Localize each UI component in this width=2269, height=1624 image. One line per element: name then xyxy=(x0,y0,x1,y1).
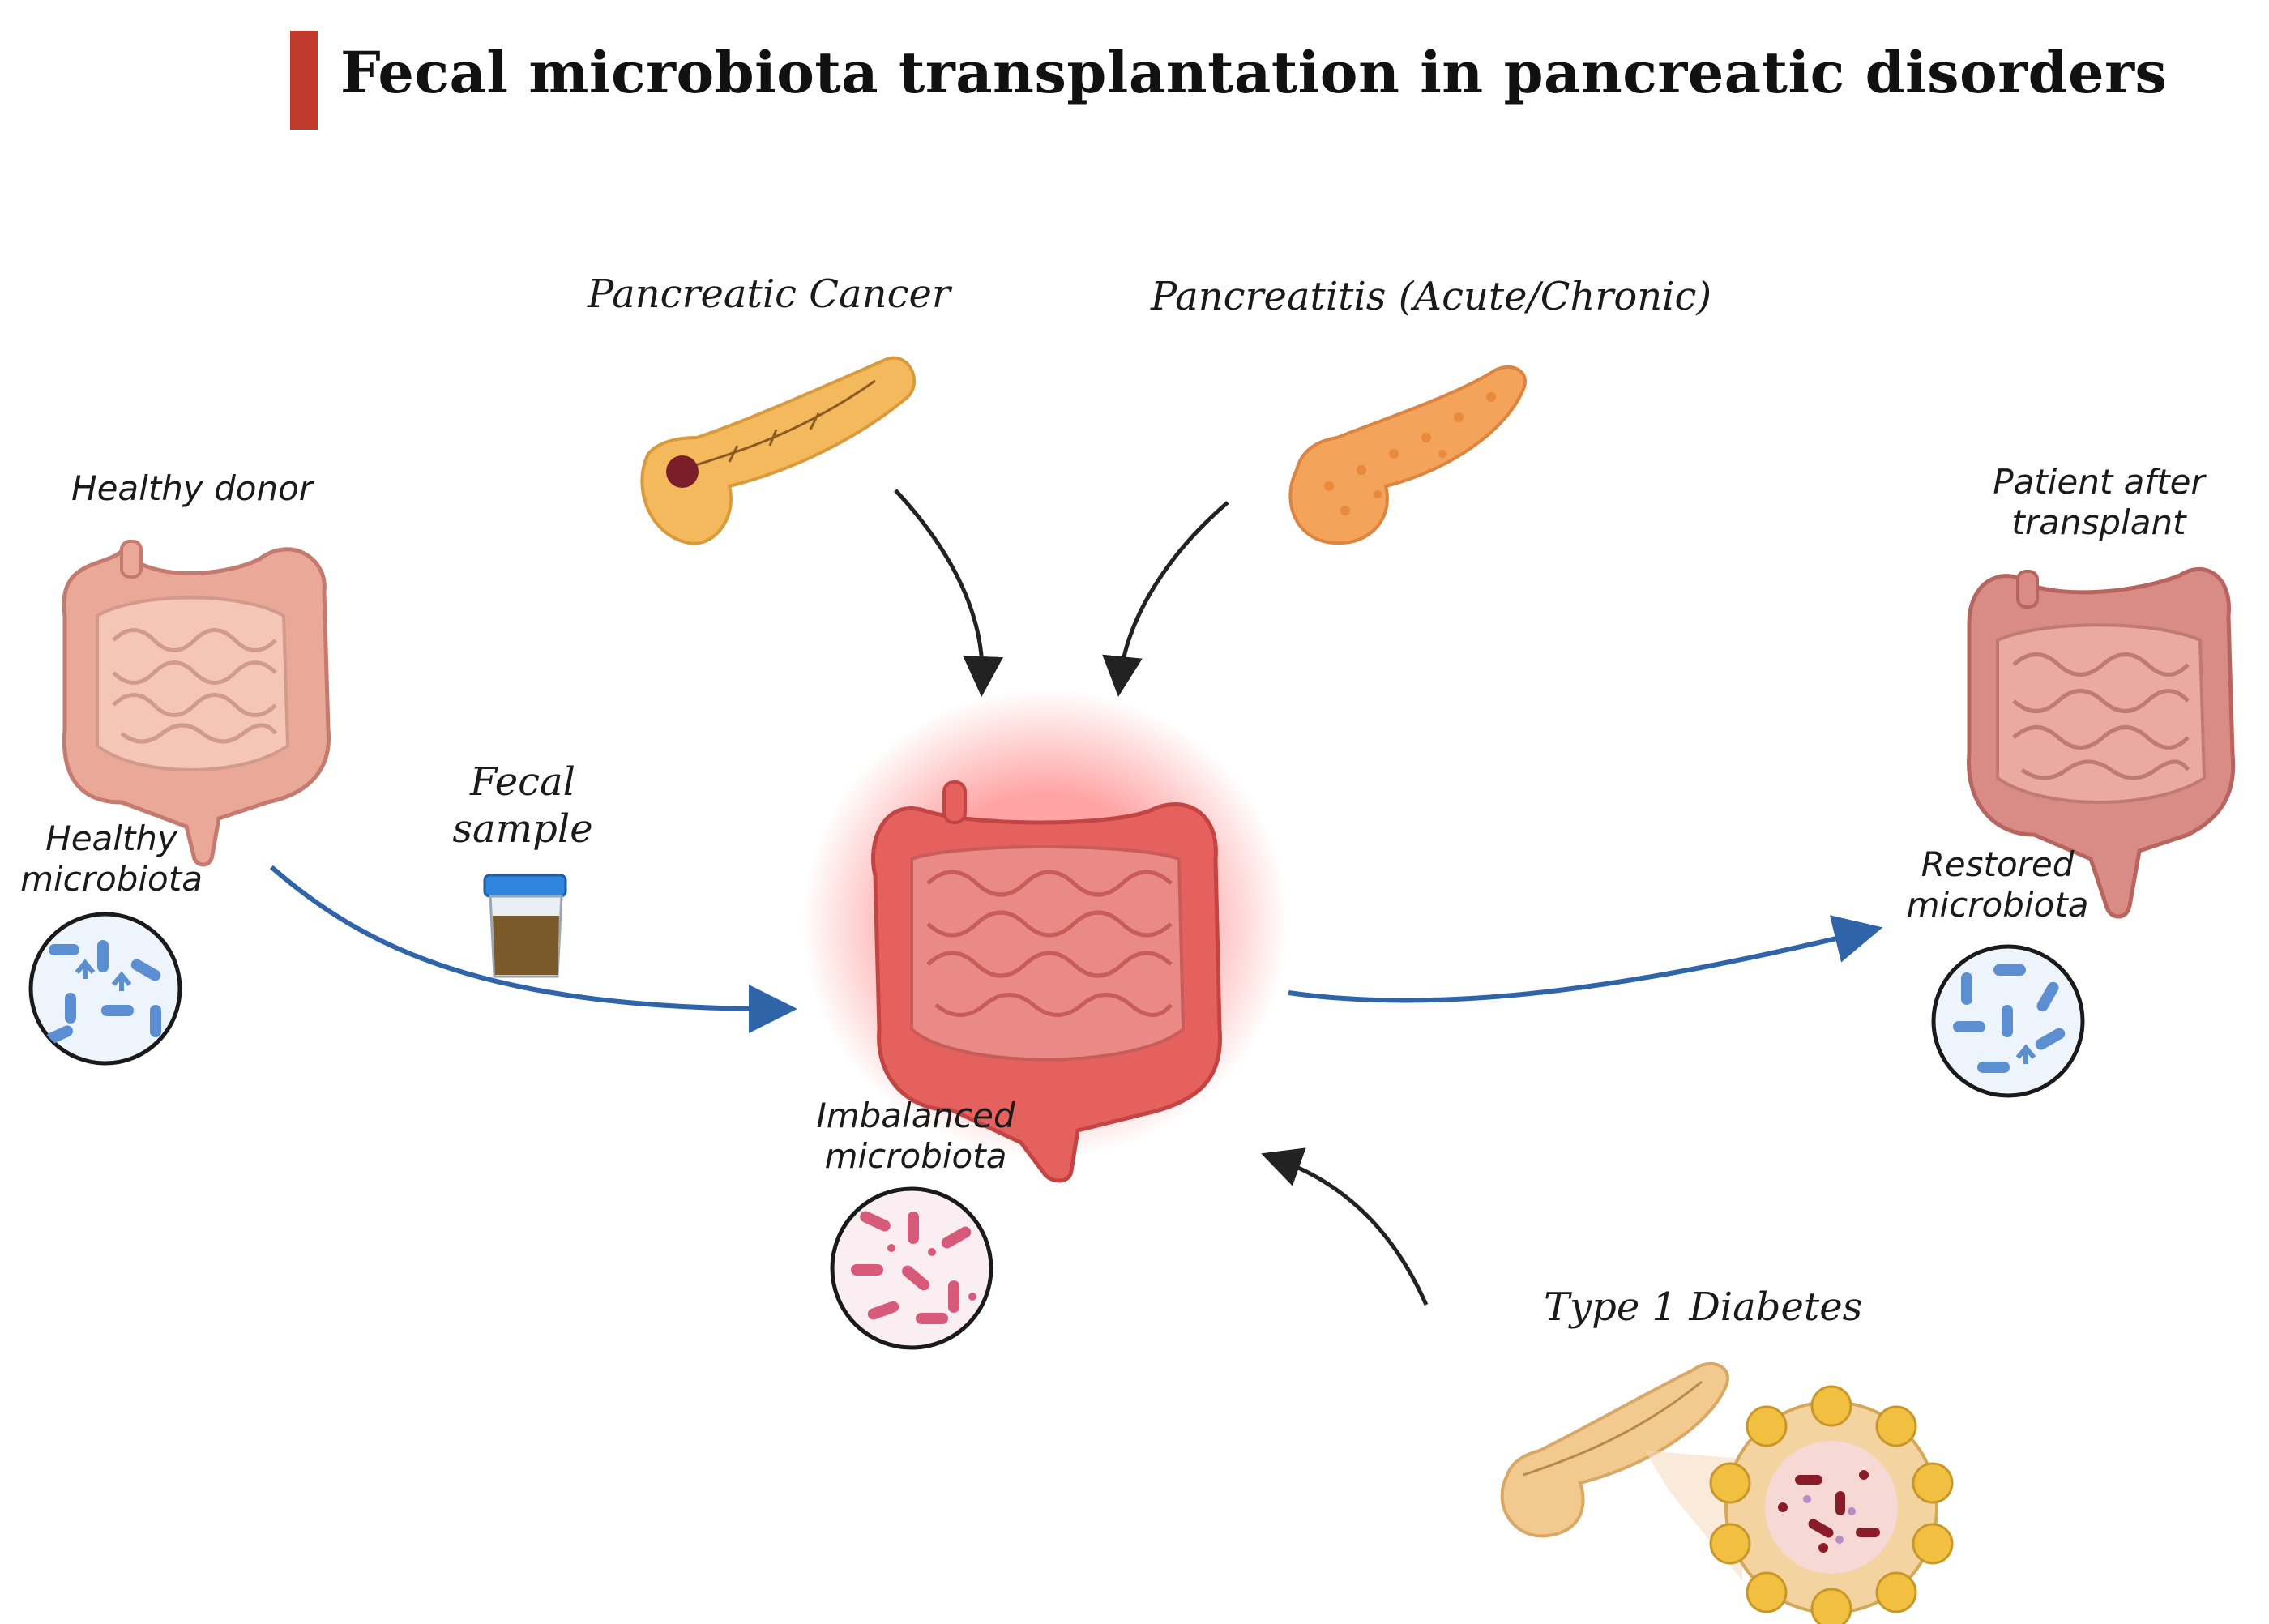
fecal-sample-label-line2: sample xyxy=(452,806,593,852)
fecal-sample-cup-icon xyxy=(483,874,567,978)
imbalanced-microbiota-label-line1: Imbalanced xyxy=(816,1096,1015,1135)
pancreatic-cancer-label: Pancreatic Cancer xyxy=(588,271,951,317)
islet-magnified-icon xyxy=(1709,1385,1954,1624)
pancreatitis-to-intestine-arrow xyxy=(1102,501,1229,697)
pancreatitis-label: Pancreatitis (Acute/Chronic) xyxy=(1151,274,1712,319)
restored-microbiota-label-line1: Restored xyxy=(1921,844,2075,884)
patient-after-transplant-label-line2: transplant xyxy=(2011,502,2186,543)
type1-diabetes-pancreas-icon xyxy=(1500,1361,1742,1580)
imbalanced-microbiota-icon xyxy=(830,1186,993,1350)
type1-diabetes-label: Type 1 Diabetes xyxy=(1544,1284,1863,1330)
imbalanced-microbiota-label: Imbalanced microbiota xyxy=(814,1096,1017,1177)
patient-after-transplant-intestine-icon xyxy=(1967,566,2236,919)
healthy-microbiota-label-line2: microbiota xyxy=(20,859,203,900)
healthy-microbiota-icon xyxy=(28,912,182,1066)
fecal-sample-label-line1: Fecal xyxy=(470,759,575,805)
diabetes-to-intestine-arrow xyxy=(1261,1147,1429,1306)
healthy-donor-intestine-icon xyxy=(62,540,331,867)
title-accent-bar xyxy=(290,31,318,130)
patient-after-transplant-label: Patient after transplant xyxy=(1977,462,2220,544)
patient-after-transplant-label-line1: Patient after xyxy=(1993,462,2205,502)
healthy-microbiota-label: Healthy microbiota xyxy=(20,818,203,900)
pancreatitis-pancreas-icon xyxy=(1288,365,1527,545)
patient-to-restored-arrow xyxy=(1288,915,1883,1003)
healthy-donor-label: Healthy donor xyxy=(71,468,314,508)
pancreatic-cancer-pancreas-icon xyxy=(640,356,917,545)
imbalanced-intestine-icon xyxy=(802,689,1288,1183)
figure-title: Fecal microbiota transplantation in panc… xyxy=(340,39,2168,106)
donor-to-patient-arrow xyxy=(270,865,797,1033)
imbalanced-microbiota-label-line2: microbiota xyxy=(824,1136,1007,1177)
cancer-to-intestine-arrow xyxy=(894,489,1004,697)
fecal-sample-label: Fecal sample xyxy=(442,759,604,853)
healthy-microbiota-label-line1: Healthy xyxy=(45,818,177,858)
restored-microbiota-label: Restored microbiota xyxy=(1892,844,2103,926)
restored-microbiota-icon xyxy=(1931,944,2085,1098)
restored-microbiota-label-line2: microbiota xyxy=(1906,885,2089,925)
